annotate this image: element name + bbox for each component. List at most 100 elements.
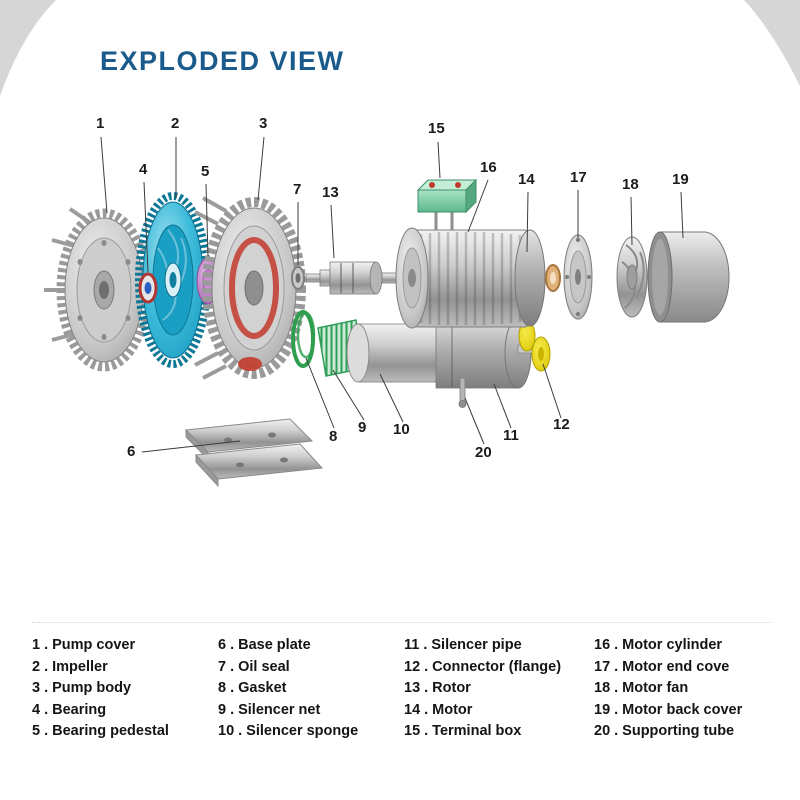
legend-item-number: 13 <box>404 680 421 696</box>
legend-item-silencer-net: 9.Silencer net <box>218 700 404 722</box>
legend-item-name: Connector (flange) <box>432 658 562 675</box>
legend-item-separator: . <box>44 658 49 675</box>
legend-item-separator: . <box>614 637 619 653</box>
legend-item-separator: . <box>44 680 49 696</box>
callout-10: 10 <box>393 421 410 438</box>
callout-4: 4 <box>139 161 148 178</box>
legend-item-number: 4 <box>32 701 41 718</box>
callout-12: 12 <box>553 416 570 433</box>
legend-item-motor: 14.Motor <box>404 700 594 722</box>
legend-item-name: Motor fan <box>622 680 689 696</box>
legend-item-number: 19 <box>594 701 611 718</box>
legend-item-separator: . <box>44 701 49 718</box>
legend-item-separator: . <box>614 723 619 739</box>
part-supporting-tube <box>458 377 467 408</box>
legend-item-number: 17 <box>594 658 611 675</box>
callout-1: 1 <box>96 115 105 132</box>
leader-lines <box>100 136 684 453</box>
legend-item-separator: . <box>424 658 429 675</box>
legend-item-name: Pump body <box>52 680 132 696</box>
callout-2: 2 <box>171 115 180 132</box>
legend-item-bearing: 4.Bearing <box>32 700 218 722</box>
callout-14: 14 <box>518 171 535 188</box>
legend-item-impeller: 2.Impeller <box>32 657 218 679</box>
legend-item-name: Gasket <box>238 680 287 696</box>
parts-legend: 1.Pump cover 2.Impeller 3.Pump body 4.Be… <box>32 622 772 743</box>
part-motor-fan <box>616 236 648 318</box>
legend-item-number: 10 <box>218 723 235 739</box>
legend-item-number: 18 <box>594 680 611 696</box>
legend-item-separator: . <box>614 680 619 696</box>
callout-9: 9 <box>358 419 367 436</box>
legend-item-name: Terminal box <box>432 723 522 739</box>
legend-item-pump-cover: 1.Pump cover <box>32 635 218 657</box>
legend-item-number: 12 <box>404 658 421 675</box>
legend-item-bearing-pedestal: 5.Bearing pedestal <box>32 721 218 743</box>
callout-8: 8 <box>329 428 338 445</box>
legend-item-name: Silencer sponge <box>246 723 359 739</box>
legend-item-rotor: 13.Rotor <box>404 678 594 700</box>
legend-item-separator: . <box>424 701 429 718</box>
callout-17: 17 <box>570 169 587 186</box>
legend-item-oil-seal: 7.Oil seal <box>218 657 404 679</box>
callout-20: 20 <box>475 444 492 461</box>
legend-item-name: Oil seal <box>238 658 290 675</box>
part-connector-flange <box>517 320 551 372</box>
legend-item-number: 3 <box>32 680 41 696</box>
legend-item-separator: . <box>230 680 235 696</box>
callout-18: 18 <box>622 176 639 193</box>
callout-6: 6 <box>127 443 136 460</box>
legend-item-number: 8 <box>218 680 227 696</box>
legend-column-2: 6.Base plate 7.Oil seal 8.Gasket 9.Silen… <box>218 635 404 743</box>
legend-item-separator: . <box>424 723 429 739</box>
legend-item-motor-fan: 18.Motor fan <box>594 678 772 700</box>
legend-item-separator: . <box>423 637 428 653</box>
callout-15: 15 <box>428 120 445 137</box>
legend-item-name: Bearing pedestal <box>52 723 169 739</box>
legend-item-separator: . <box>230 701 235 718</box>
legend-item-number: 9 <box>218 701 227 718</box>
legend-item-name: Impeller <box>52 658 108 675</box>
legend-item-number: 14 <box>404 701 421 718</box>
spacer-ring <box>545 264 561 292</box>
callout-3: 3 <box>259 115 268 132</box>
legend-item-base-plate: 6.Base plate <box>218 635 404 657</box>
legend-item-number: 15 <box>404 723 421 739</box>
legend-item-name: Bearing <box>52 701 107 718</box>
part-motor <box>395 212 546 329</box>
part-silencer-pipe <box>435 317 532 389</box>
callout-16: 16 <box>480 159 497 176</box>
legend-item-separator: . <box>230 658 235 675</box>
part-motor-end-cover <box>563 234 593 320</box>
legend-column-1: 1.Pump cover 2.Impeller 3.Pump body 4.Be… <box>32 635 218 743</box>
callout-19: 19 <box>672 171 689 188</box>
callout-5: 5 <box>201 163 210 180</box>
part-bearing <box>138 272 158 304</box>
part-terminal-box <box>416 178 478 214</box>
legend-item-number: 2 <box>32 658 41 675</box>
legend-item-name: Pump cover <box>52 637 136 653</box>
part-base-plate <box>184 418 324 488</box>
part-rotor <box>305 261 407 295</box>
legend-item-separator: . <box>238 723 243 739</box>
legend-column-3: 11.Silencer pipe 12.Connector (flange) 1… <box>404 635 594 743</box>
part-silencer-sponge <box>346 323 439 383</box>
legend-item-silencer-sponge: 10.Silencer sponge <box>218 721 404 743</box>
legend-item-name: Supporting tube <box>622 723 735 739</box>
legend-item-connector-flange: 12.Connector (flange) <box>404 657 594 679</box>
part-gasket <box>291 310 316 368</box>
part-pump-cover <box>44 207 152 372</box>
legend-item-supporting-tube: 20.Supporting tube <box>594 721 772 743</box>
legend-item-name: Silencer net <box>238 701 321 718</box>
callout-7: 7 <box>293 181 302 198</box>
legend-item-number: 6 <box>218 637 227 653</box>
legend-item-number: 1 <box>32 637 41 653</box>
legend-item-pump-body: 3.Pump body <box>32 678 218 700</box>
legend-item-separator: . <box>614 701 619 718</box>
legend-item-separator: . <box>44 723 49 739</box>
legend-item-separator: . <box>44 637 49 653</box>
legend-item-terminal-box: 15.Terminal box <box>404 721 594 743</box>
legend-item-number: 16 <box>594 637 611 653</box>
